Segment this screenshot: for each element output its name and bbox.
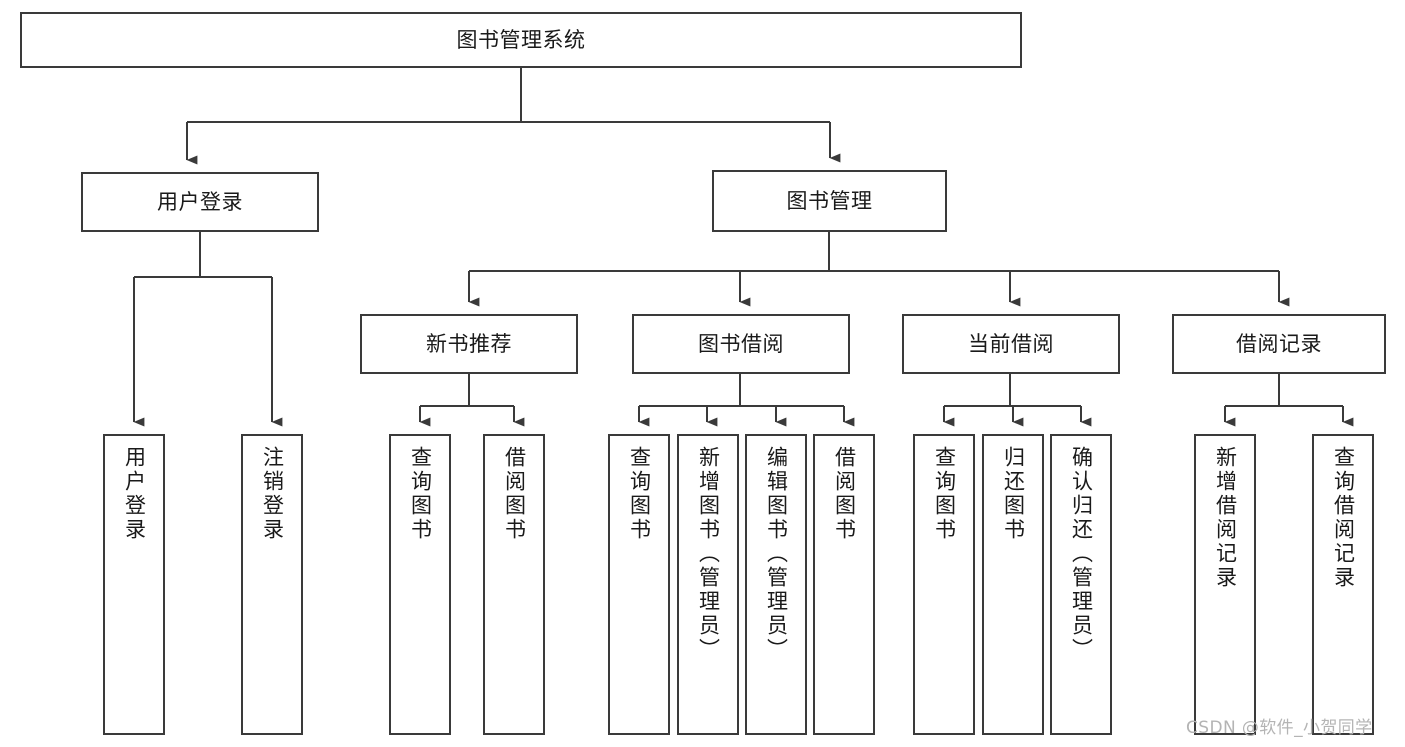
node-leaf-add-borrow-record[interactable]: 新增借阅记录 <box>1194 434 1256 735</box>
node-leaf-borrow-book-recommend-label: 借阅图书 <box>502 446 527 542</box>
node-leaf-add-book-label: 新增图书（管理员） <box>696 446 721 662</box>
node-leaf-return-book-label: 归还图书 <box>1001 446 1026 542</box>
node-leaf-user-login[interactable]: 用户登录 <box>103 434 165 735</box>
node-leaf-query-book-current-label: 查询图书 <box>932 446 957 542</box>
node-leaf-confirm-return[interactable]: 确认归还（管理员） <box>1050 434 1112 735</box>
node-root[interactable]: 图书管理系统 <box>20 12 1022 68</box>
node-user-login[interactable]: 用户登录 <box>81 172 319 232</box>
node-current-borrow-label: 当前借阅 <box>968 331 1054 356</box>
node-leaf-query-book-current[interactable]: 查询图书 <box>913 434 975 735</box>
node-root-label: 图书管理系统 <box>456 27 586 52</box>
node-leaf-edit-book-label: 编辑图书（管理员） <box>764 446 789 662</box>
node-new-book-recommend-label: 新书推荐 <box>426 331 512 356</box>
node-current-borrow[interactable]: 当前借阅 <box>902 314 1120 374</box>
node-leaf-query-borrow-record-label: 查询借阅记录 <box>1331 446 1356 590</box>
node-leaf-logout[interactable]: 注销登录 <box>241 434 303 735</box>
node-borrow-record-label: 借阅记录 <box>1236 331 1322 356</box>
node-leaf-query-book-recommend[interactable]: 查询图书 <box>389 434 451 735</box>
node-leaf-query-borrow-record[interactable]: 查询借阅记录 <box>1312 434 1374 735</box>
node-leaf-edit-book[interactable]: 编辑图书（管理员） <box>745 434 807 735</box>
node-leaf-borrow-book[interactable]: 借阅图书 <box>813 434 875 735</box>
node-leaf-return-book[interactable]: 归还图书 <box>982 434 1044 735</box>
node-book-borrow-label: 图书借阅 <box>698 331 784 356</box>
node-leaf-query-book-recommend-label: 查询图书 <box>408 446 433 542</box>
node-book-borrow[interactable]: 图书借阅 <box>632 314 850 374</box>
node-new-book-recommend[interactable]: 新书推荐 <box>360 314 578 374</box>
node-book-management-label: 图书管理 <box>786 188 873 213</box>
csdn-watermark: CSDN @软件_小贺同学 <box>1186 718 1373 738</box>
node-leaf-confirm-return-label: 确认归还（管理员） <box>1069 446 1094 662</box>
node-leaf-borrow-book-recommend[interactable]: 借阅图书 <box>483 434 545 735</box>
node-leaf-add-book[interactable]: 新增图书（管理员） <box>677 434 739 735</box>
node-leaf-user-login-label: 用户登录 <box>122 446 147 542</box>
node-leaf-add-borrow-record-label: 新增借阅记录 <box>1213 446 1238 590</box>
node-leaf-borrow-book-label: 借阅图书 <box>832 446 857 542</box>
node-leaf-logout-label: 注销登录 <box>260 446 285 542</box>
node-book-management[interactable]: 图书管理 <box>712 170 947 232</box>
node-leaf-query-book-borrow-label: 查询图书 <box>627 446 652 542</box>
node-user-login-label: 用户登录 <box>157 189 243 214</box>
node-leaf-query-book-borrow[interactable]: 查询图书 <box>608 434 670 735</box>
node-borrow-record[interactable]: 借阅记录 <box>1172 314 1386 374</box>
